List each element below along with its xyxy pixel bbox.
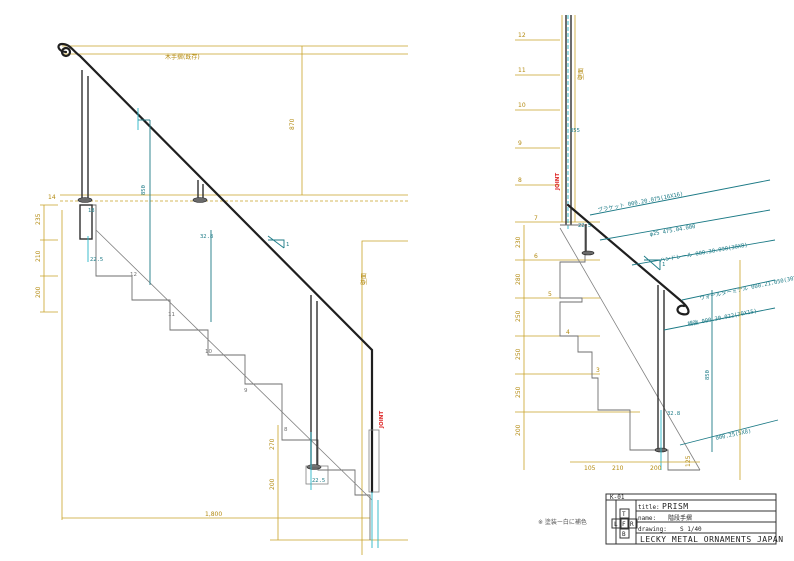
- wall-label: 壁面: [360, 273, 368, 285]
- dim-200: 200: [35, 286, 42, 298]
- name-label: name:: [638, 515, 656, 522]
- callout-leader: [663, 307, 776, 331]
- callout-bracket: ブラケット 000.20.075(16X16): [597, 189, 684, 213]
- drawing-label: drawing:: [638, 526, 667, 533]
- title-block: K-01 title: PRISM name: 階段手摺 drawing: S …: [605, 493, 784, 545]
- dim-850: 850: [141, 185, 147, 195]
- dim-105: 105: [584, 465, 596, 472]
- stair-profile: [559, 224, 700, 471]
- post-base-plate: [306, 464, 322, 470]
- wall-label: 壁面: [577, 68, 585, 80]
- dim-210: 210: [35, 250, 42, 262]
- post-base-plate: [77, 197, 93, 203]
- dim-200b: 200: [269, 478, 276, 490]
- callout-handrail: ハンドレール 000.30.090(30X8): [659, 243, 748, 264]
- dim-32-8: 32.8: [667, 411, 680, 417]
- title-label: title:: [638, 504, 660, 511]
- dim-22-5: 22.5: [578, 223, 591, 229]
- callout-leader: [681, 279, 776, 301]
- level-number: 3: [596, 367, 600, 374]
- stair-profile: [82, 204, 371, 540]
- wall-outline: [361, 240, 408, 555]
- handrail: [57, 42, 374, 494]
- joint-label: JOINT: [555, 173, 561, 191]
- view-letter: F: [622, 521, 626, 528]
- stringer-line: [559, 227, 701, 471]
- callout-reinforcement: 補強 000.30.022(30X15): [687, 307, 758, 328]
- callout-leader: [679, 419, 779, 446]
- dim-1800: 1,800: [205, 511, 222, 518]
- dim-235: 235: [35, 213, 42, 225]
- level-number: 5: [548, 291, 552, 298]
- handrail-scroll-end: [60, 46, 72, 58]
- dim-855: 855: [570, 128, 580, 134]
- step-number: 9: [244, 388, 248, 394]
- level-number: 11: [518, 67, 526, 74]
- step-number: 8: [284, 427, 288, 433]
- view-letter: T: [622, 511, 626, 518]
- wall-terminal: [368, 429, 380, 493]
- level-number: 10: [518, 102, 526, 109]
- dim-250: 250: [515, 310, 522, 322]
- drawing-code: K-01: [610, 494, 625, 501]
- post-base-plate: [581, 250, 595, 256]
- callout-pipe: φ25 475.04.000: [649, 224, 696, 238]
- step-number: 10: [205, 349, 212, 355]
- dim-250: 250: [515, 386, 522, 398]
- slope-mark: [643, 255, 661, 271]
- dim-230: 230: [515, 236, 522, 248]
- dim-32-8: 32.8: [200, 234, 213, 240]
- dim-850: 850: [705, 370, 711, 380]
- lower-anchor: [305, 465, 329, 485]
- company-name: LECKY METAL ORNAMENTS JAPAN: [640, 535, 784, 544]
- stringer-line: [95, 229, 373, 501]
- step-number: 11: [168, 312, 175, 318]
- right-section-view: 12 11 10 9 8 7 6 5 4 3 壁面 JOINT 855 230 …: [515, 15, 794, 480]
- dim-870: 870: [289, 118, 296, 130]
- dim-125: 125: [685, 455, 692, 467]
- dim-18: 18: [88, 208, 95, 214]
- title-block-frame: [605, 493, 777, 545]
- dim-22-5: 22.5: [90, 257, 103, 263]
- name-value: 階段手摺: [668, 514, 692, 522]
- dim-200: 200: [515, 424, 522, 436]
- post-base-plate: [192, 197, 208, 203]
- level-number: 12: [518, 32, 526, 39]
- level-number: 6: [534, 253, 538, 260]
- anchor-bracket: [79, 204, 93, 240]
- step-number: 12: [130, 272, 137, 278]
- callout-leader: [631, 239, 776, 266]
- callout-leader: [599, 209, 771, 241]
- view-letter: R: [630, 521, 634, 528]
- level-number: 7: [534, 215, 538, 222]
- slope-mark: [267, 235, 285, 249]
- dim-280: 280: [515, 273, 522, 285]
- dim-250: 250: [515, 348, 522, 360]
- joint-label: JOINT: [379, 411, 385, 429]
- view-letter: B: [622, 531, 626, 538]
- slope-mark-label: 1: [286, 242, 289, 248]
- handrail: [566, 203, 690, 316]
- callout-base: 000.25(5X8): [715, 429, 752, 442]
- paint-note: ※ 塗装ー白に補色: [538, 519, 587, 526]
- dim-14: 14: [48, 194, 56, 201]
- level-number: 4: [566, 329, 570, 336]
- scale-value: S 1/40: [680, 526, 702, 533]
- slope-mark-label: 1: [662, 262, 665, 268]
- dim-210: 210: [612, 465, 624, 472]
- dim-22-5-lower: 22.5: [312, 478, 325, 484]
- level-number: 8: [518, 177, 522, 184]
- callout-wall-terminal: ウォールターミナル 000.21.050(30X8): [699, 272, 794, 302]
- dim-270: 270: [269, 438, 276, 450]
- level-number: 9: [518, 140, 522, 147]
- callout-leader: [589, 179, 771, 216]
- existing-rail-label: 木手摺(既存): [165, 53, 200, 61]
- left-elevation-view: 木手摺(既存) 14 870 235 210 200 1,800 270 200…: [35, 42, 408, 555]
- level-grid: [515, 39, 640, 413]
- view-letter: L: [614, 521, 618, 528]
- title-value: PRISM: [662, 502, 689, 511]
- dim-200: 200: [650, 465, 662, 472]
